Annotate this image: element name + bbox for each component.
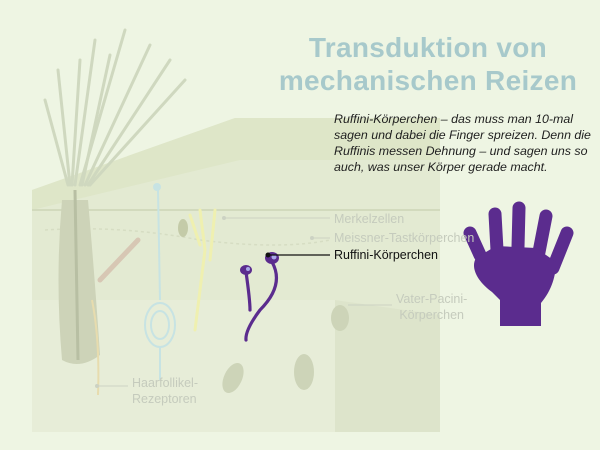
skin-block-side xyxy=(335,300,440,432)
leader-dot-ruffini xyxy=(265,252,271,258)
hair-nerve xyxy=(91,299,100,396)
hairs xyxy=(43,28,187,187)
arrector-muscle xyxy=(97,237,141,283)
label-pacini-line-2: Körperchen xyxy=(399,308,464,322)
description-text: Ruffini-Körperchen – das muss man 10-mal… xyxy=(334,112,591,174)
leader-dot-hair xyxy=(95,384,99,388)
ruffini-highlight-1 xyxy=(246,267,250,271)
ruffini-corpuscles xyxy=(244,260,279,342)
label-pacini: Vater-Pacini- Körperchen xyxy=(396,291,467,323)
ruffini-head-1 xyxy=(240,265,252,275)
merkel-disc xyxy=(178,219,188,237)
label-hair: Haarfollikel- Rezeptoren xyxy=(132,375,198,407)
label-ruffini: Ruffini-Körperchen xyxy=(334,248,438,262)
label-hair-line-2: Rezeptoren xyxy=(132,392,197,406)
leader-dot-meissner xyxy=(310,236,314,240)
ruffini-highlight-2 xyxy=(271,254,277,260)
vater-pacini xyxy=(331,305,349,331)
leader-dot-merkel xyxy=(222,216,226,220)
hair-shaft xyxy=(73,189,80,361)
label-merkel: Merkelzellen xyxy=(334,212,405,226)
page-title: Transduktion von mechanischen Reizen xyxy=(268,31,588,97)
lower-receptor-1 xyxy=(222,363,244,393)
label-hair-line-1: Haarfollikel- xyxy=(132,376,198,390)
lower-receptor-2 xyxy=(294,354,314,390)
meissner-nerves xyxy=(188,208,217,332)
label-meissner: Meissner-Tastkörperchen xyxy=(334,231,475,245)
hand-icon xyxy=(463,201,574,326)
title-line-1: Transduktion von xyxy=(308,32,548,63)
label-pacini-line-1: Vater-Pacini- xyxy=(396,292,468,306)
title-line-2: mechanischen Reizen xyxy=(278,65,578,96)
epidermis-top xyxy=(32,118,440,210)
hair-follicle xyxy=(58,200,100,364)
merkel-cell xyxy=(153,183,161,191)
pacini-faded xyxy=(144,189,176,380)
